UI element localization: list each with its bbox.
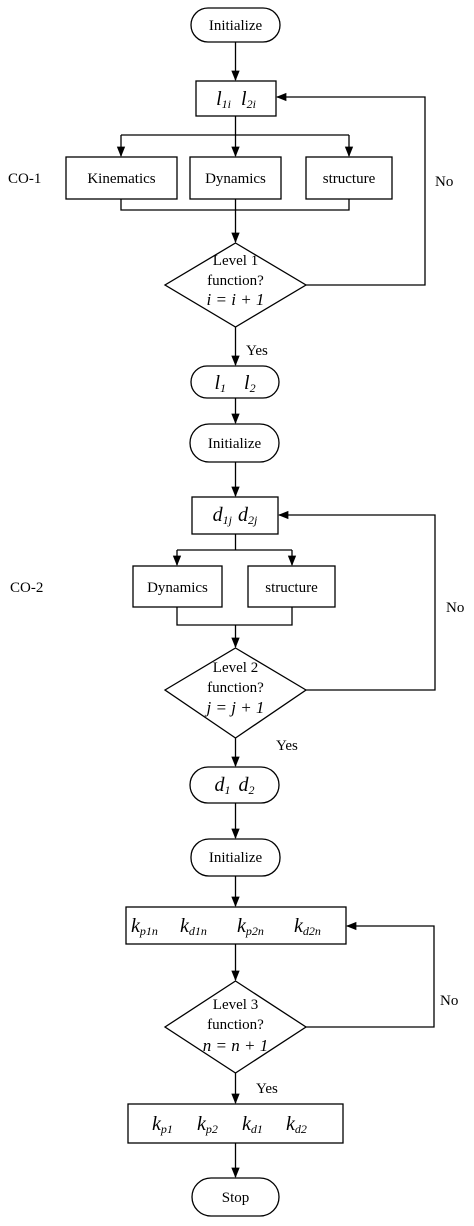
co2-label: CO-2	[10, 580, 43, 596]
kp1-kp2-kd1-kd2-box	[127, 1103, 344, 1144]
kd1n-label: kd1n	[180, 915, 207, 938]
level3-label-c: n = n + 1	[203, 1036, 268, 1055]
level1-label-b: function?	[207, 273, 264, 289]
d1-d2-terminal	[189, 766, 280, 804]
dynamics-label-2: Dynamics	[147, 580, 208, 596]
d1j-d2j-box	[191, 496, 279, 535]
yes-label-3: Yes	[256, 1081, 278, 1097]
structure-label-2: structure	[265, 580, 318, 596]
level2-label-c: j = j + 1	[205, 698, 265, 717]
initialize-label-1: Initialize	[209, 18, 263, 34]
structure-box-2	[247, 565, 336, 608]
kp2-label: kp2	[197, 1113, 218, 1136]
initialize-label-3: Initialize	[209, 850, 263, 866]
dynamics-box-2	[132, 565, 223, 608]
yes-label-2: Yes	[276, 738, 298, 754]
co1-label: CO-1	[8, 171, 41, 187]
kp1n-kd1n-kp2n-kd2n-box	[125, 906, 347, 945]
dynamics-box-1	[189, 156, 282, 200]
stop-terminal	[191, 1177, 280, 1217]
structure-box-1	[305, 156, 393, 200]
no-label-2: No	[446, 600, 464, 616]
yes-label-1: Yes	[246, 343, 268, 359]
dynamics-label-1: Dynamics	[205, 171, 266, 187]
kd2n-label: kd2n	[294, 915, 321, 938]
level3-label-a: Level 3	[213, 997, 258, 1013]
no-label-1: No	[435, 174, 453, 190]
l1i-l2i-box	[195, 80, 277, 117]
level1-label-a: Level 1	[213, 253, 258, 269]
stop-label: Stop	[222, 1190, 250, 1206]
kd1-label: kd1	[242, 1113, 263, 1136]
kp1n-label: kp1n	[131, 915, 158, 938]
level2-label-a: Level 2	[213, 660, 258, 676]
initialize-label-2: Initialize	[208, 436, 262, 452]
level2-label-b: function?	[207, 680, 264, 696]
level1-label-c: i = i + 1	[207, 290, 265, 309]
kd2-label: kd2	[286, 1113, 307, 1136]
level3-label-b: function?	[207, 1017, 264, 1033]
kp2n-label: kp2n	[237, 915, 264, 938]
initialize-terminal-2	[189, 423, 280, 463]
kinematics-label: Kinematics	[87, 171, 155, 187]
structure-label-1: structure	[323, 171, 376, 187]
no-label-3: No	[440, 993, 458, 1009]
kp1-label: kp1	[152, 1113, 173, 1136]
l1-l2-terminal	[190, 365, 280, 399]
